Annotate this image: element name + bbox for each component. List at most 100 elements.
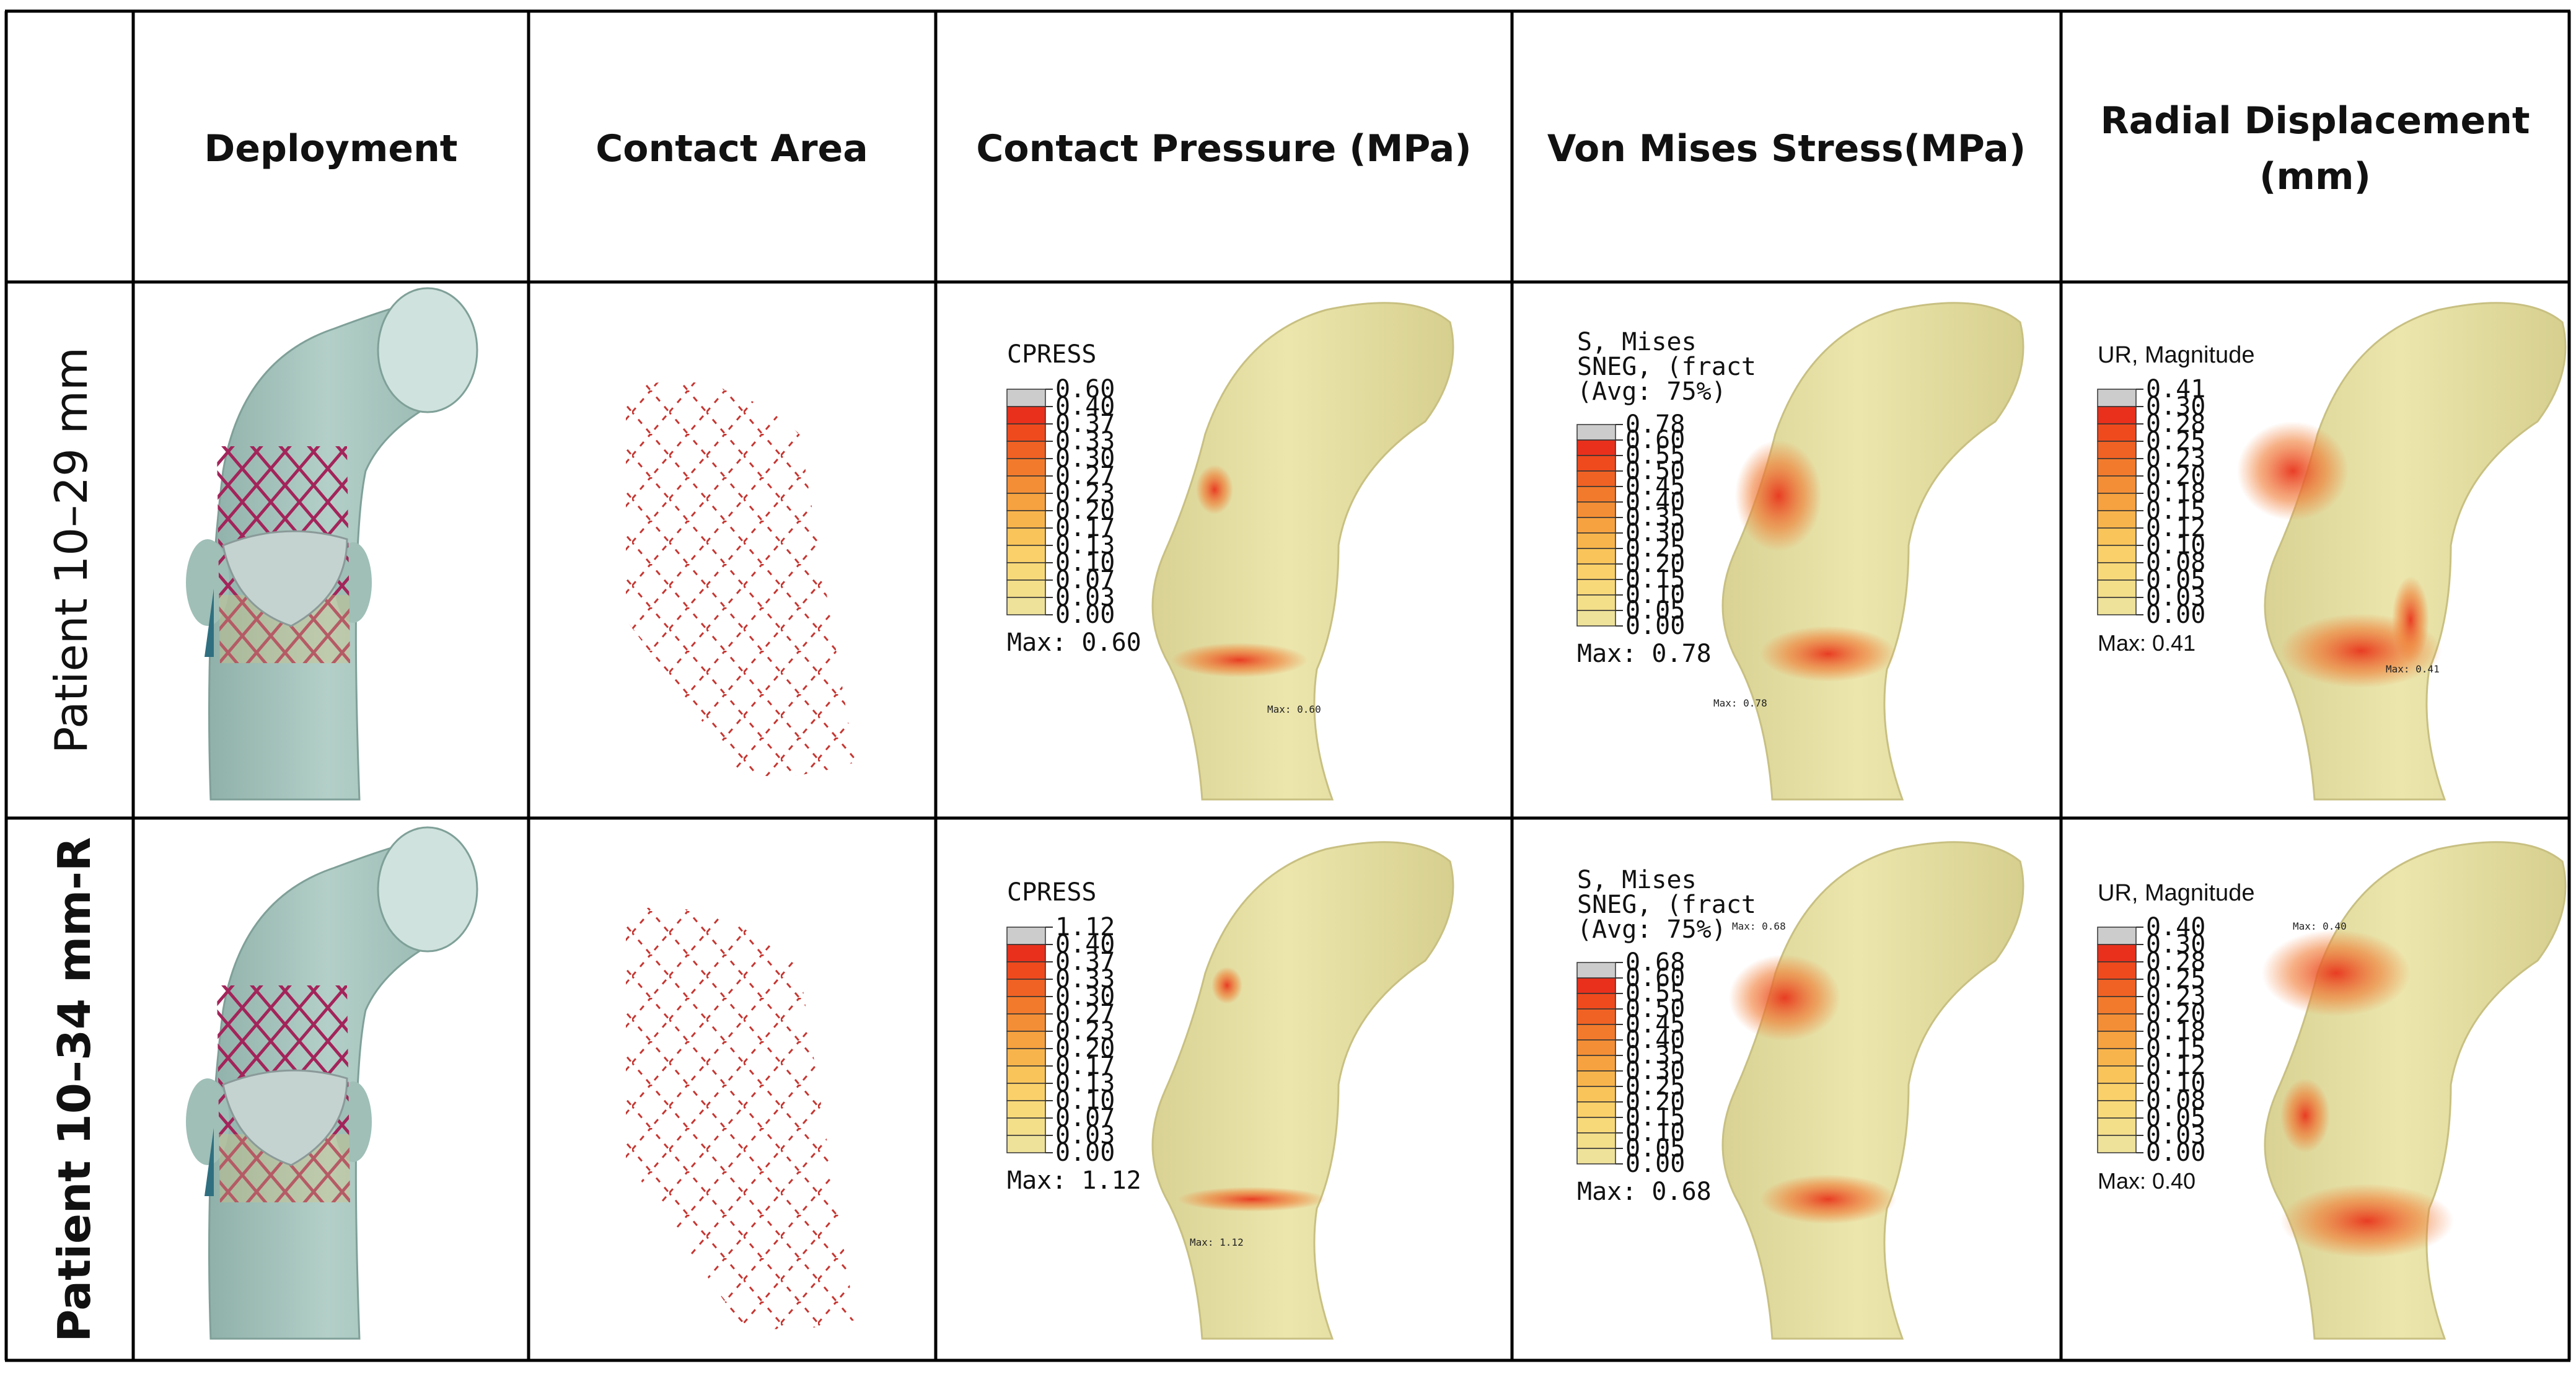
legend-max-label: Max: 0.41 xyxy=(2098,630,2196,656)
legend-swatch xyxy=(2097,996,2137,1015)
hotspot xyxy=(1196,465,1233,514)
legend-swatch xyxy=(2097,423,2137,442)
header-von-mises: Von Mises Stress(MPa) xyxy=(1547,127,2026,170)
legend-tick-label: 0.05 xyxy=(2146,1104,2205,1132)
contour-legend-cpress-row1: CPRESS0.600.400.370.330.300.270.230.200.… xyxy=(1006,340,1141,657)
legend-tick-label: 0.28 xyxy=(2146,948,2205,976)
legend-swatch xyxy=(2097,1031,2137,1049)
legend-tick-label: 0.10 xyxy=(1625,1119,1685,1147)
legend-swatch xyxy=(1576,1055,1616,1072)
legend-tick-label: 0.25 xyxy=(2146,965,2205,993)
legend-swatch xyxy=(2097,1100,2137,1119)
hotspot xyxy=(1729,954,1840,1041)
legend-tick-label: 0.60 xyxy=(1625,426,1685,454)
legend-swatch xyxy=(2097,475,2137,494)
legend-swatch xyxy=(2097,406,2137,425)
legend-tick-label: 0.40 xyxy=(1625,1026,1685,1054)
hotspot xyxy=(2392,576,2429,663)
legend-swatch xyxy=(1006,1065,1046,1084)
legend-swatch xyxy=(1576,977,1616,994)
legend-swatch xyxy=(2097,944,2137,962)
legend-swatch xyxy=(1006,944,1046,962)
header-row: Deployment Contact Area Contact Pressure… xyxy=(204,99,2530,198)
legend-max-label: Max: 1.12 xyxy=(1007,1166,1141,1195)
legend-tick-label: 0.10 xyxy=(1055,548,1115,577)
legend-swatch xyxy=(1006,423,1046,442)
legend-swatch xyxy=(2097,1117,2137,1136)
legend-tick-label: 0.45 xyxy=(1625,472,1685,501)
legend-tick-label: 0.23 xyxy=(2146,982,2205,1011)
legend-tick-label: 0.08 xyxy=(2146,1086,2205,1115)
legend-swatch xyxy=(1006,406,1046,425)
legend-tick-label: 0.00 xyxy=(2146,601,2205,629)
table-grid xyxy=(4,9,2571,1362)
legend-swatch xyxy=(1576,1117,1616,1134)
legend-swatch xyxy=(2097,1013,2137,1032)
legend-tick-label: 0.15 xyxy=(2146,496,2205,525)
legend-title: UR, Magnitude xyxy=(2098,342,2254,368)
hotspot xyxy=(1735,440,1822,552)
legend-max-label: Max: 0.60 xyxy=(1007,628,1141,657)
contour-legend-cpress-row2: CPRESS1.120.400.370.330.300.270.230.200.… xyxy=(1006,878,1141,1195)
legend-swatch xyxy=(1576,1101,1616,1118)
legend-tick-label: 0.12 xyxy=(2146,1052,2205,1080)
legend-swatch xyxy=(1576,1148,1616,1165)
vessel-contour-plot xyxy=(1721,302,2024,801)
legend-tick-label: 0.35 xyxy=(1625,1041,1685,1070)
legend-tick-label: 0.55 xyxy=(1625,441,1685,470)
legend-tick-label: 0.23 xyxy=(2146,444,2205,473)
legend-tick-label: 0.25 xyxy=(1625,1072,1685,1101)
hotspot xyxy=(2262,930,2411,1016)
legend-tick-label: 0.30 xyxy=(2146,930,2205,959)
legend-tick-label: 0.25 xyxy=(1625,534,1685,563)
legend-tick-label: 0.78 xyxy=(1625,410,1685,439)
legend-max-label: Max: 0.78 xyxy=(1577,640,1712,668)
hotspot xyxy=(1760,1174,1896,1224)
max-annotation: Max: 0.60 xyxy=(1267,703,1321,715)
vessel-contour-plot xyxy=(2262,841,2567,1340)
legend-swatch xyxy=(1576,486,1616,503)
legend-swatch xyxy=(2097,493,2137,511)
legend-tick-label: 0.00 xyxy=(1055,601,1115,629)
legend-swatch xyxy=(2097,961,2137,980)
legend-swatch xyxy=(2097,389,2137,407)
legend-swatch xyxy=(2097,458,2137,477)
legend-tick-label: 0.45 xyxy=(1625,1010,1685,1039)
legend-title: (Avg: 75%) xyxy=(1577,377,1726,406)
legend-swatch xyxy=(1006,562,1046,581)
vessel-contour-plot xyxy=(1151,302,1454,801)
deployment-model-row2 xyxy=(186,826,478,1340)
legend-tick-label: 0.12 xyxy=(2146,514,2205,542)
legend-swatch xyxy=(1576,1132,1616,1149)
vessel-contour-plot xyxy=(1721,841,2024,1340)
legend-swatch xyxy=(1006,1031,1046,1049)
max-annotation: Max: 0.78 xyxy=(1713,697,1767,709)
header-contact-area: Contact Area xyxy=(596,127,868,170)
legend-swatch xyxy=(1006,1013,1046,1032)
legend-tick-label: 0.41 xyxy=(2146,375,2205,403)
legend-swatch xyxy=(2097,527,2137,546)
legend-swatch xyxy=(1576,532,1616,549)
legend-tick-label: 0.30 xyxy=(1055,444,1115,473)
legend-title: CPRESS xyxy=(1007,340,1097,369)
row-label-1: Patient 10–29 mm xyxy=(45,347,97,754)
legend-tick-label: 0.68 xyxy=(1625,948,1685,977)
legend-tick-label: 0.03 xyxy=(2146,1121,2205,1150)
legend-swatch xyxy=(1576,470,1616,487)
legend-tick-label: 0.20 xyxy=(1625,550,1685,578)
legend-tick-label: 0.10 xyxy=(2146,1069,2205,1098)
vessel-contour-plot xyxy=(1151,841,1454,1340)
legend-tick-label: 0.40 xyxy=(1055,930,1115,959)
legend-swatch xyxy=(1576,993,1616,1010)
legend-tick-label: 0.05 xyxy=(2146,566,2205,594)
legend-tick-label: 0.37 xyxy=(1055,948,1115,976)
contour-legend-radial-row1: UR, Magnitude0.410.300.280.250.230.200.1… xyxy=(2097,342,2254,656)
legend-tick-label: 0.03 xyxy=(1055,583,1115,612)
legend-title: (Avg: 75%) xyxy=(1577,915,1726,944)
legend-swatch xyxy=(1006,475,1046,494)
hotspot xyxy=(2237,421,2349,521)
hotspot xyxy=(1171,643,1308,677)
legend-tick-label: 0.18 xyxy=(2146,1017,2205,1046)
legend-tick-label: 0.20 xyxy=(1625,1088,1685,1116)
legend-swatch xyxy=(2097,1083,2137,1101)
